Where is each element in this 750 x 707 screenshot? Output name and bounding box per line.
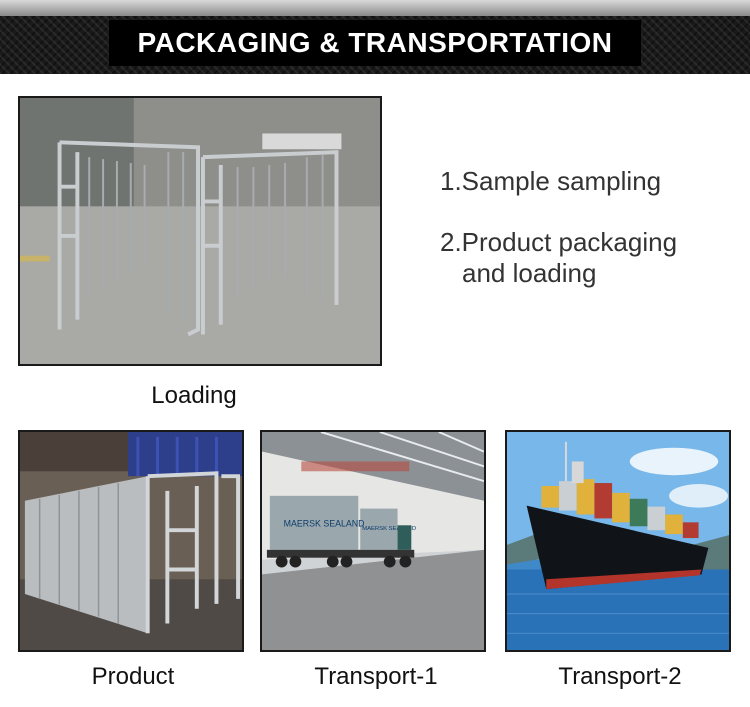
container-2-label: MAERSK SEALAND	[362, 526, 416, 532]
loading-caption: Loading	[151, 382, 237, 409]
container-1-label: MAERSK SEALAND	[284, 518, 365, 528]
transport-2-caption: Transport-2	[558, 663, 682, 690]
loading-photo	[18, 96, 382, 366]
product-caption: Product	[91, 663, 175, 690]
step-item-2: 2.Product packaging and loading	[440, 227, 740, 289]
loading-photo-illustration	[20, 98, 380, 364]
step-2-text: 2.Product packaging	[440, 227, 678, 257]
header-banner: PACKAGING & TRANSPORTATION	[0, 0, 750, 74]
step-1-text: 1.Sample sampling	[440, 166, 662, 196]
step-item-1: 1.Sample sampling	[440, 166, 740, 197]
steps-list: 1.Sample sampling 2.Product packaging an…	[440, 166, 740, 319]
product-photo-illustration	[20, 432, 242, 650]
product-photo	[18, 430, 244, 652]
transport-1-photo: MAERSK SEALAND MAERSK SEALAND	[260, 430, 486, 652]
banner-top-strip	[0, 0, 750, 16]
step-2-text-continued: and loading	[462, 258, 597, 288]
transport-1-caption: Transport-1	[314, 663, 438, 690]
page-title: PACKAGING & TRANSPORTATION	[109, 20, 641, 66]
transport-2-photo-illustration	[507, 432, 729, 650]
transport-2-photo	[505, 430, 731, 652]
transport-1-photo-illustration: MAERSK SEALAND MAERSK SEALAND	[262, 432, 484, 650]
